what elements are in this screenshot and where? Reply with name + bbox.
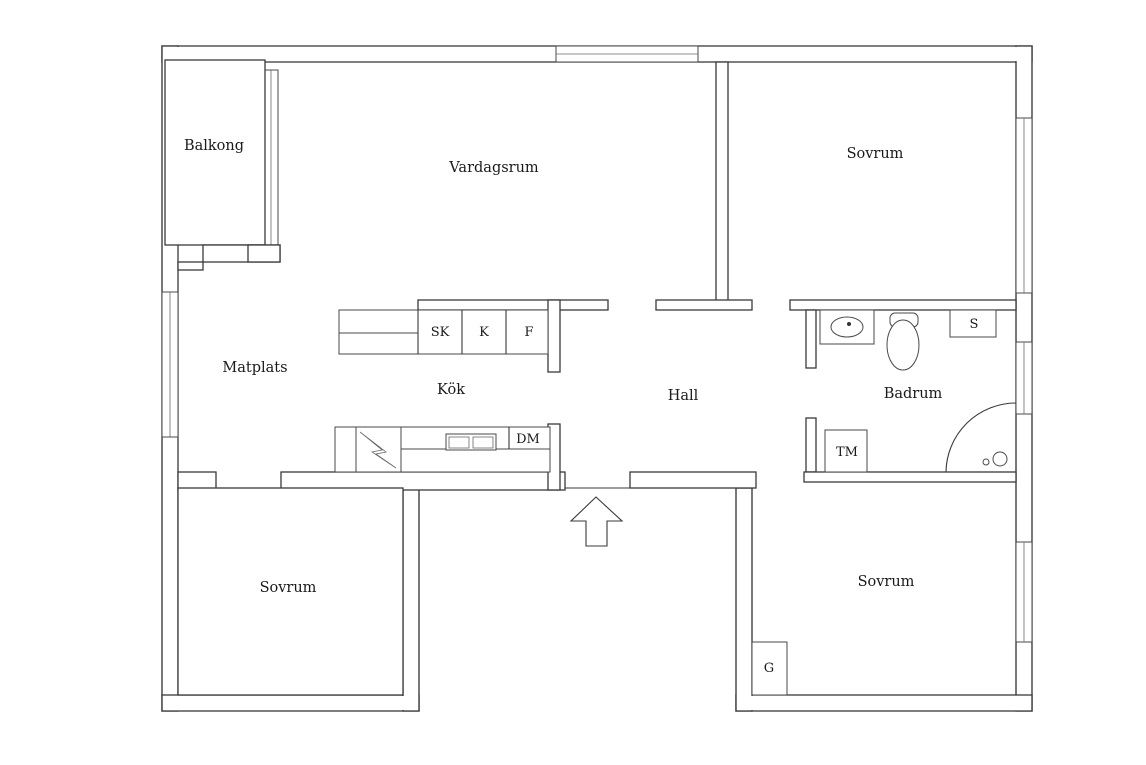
room-label-hall: Hall bbox=[668, 388, 699, 404]
room-label-matplats: Matplats bbox=[222, 360, 287, 376]
windows bbox=[161, 45, 1033, 643]
kitchen-lower-counter bbox=[334, 426, 551, 473]
kitchen-upper-counter bbox=[338, 309, 549, 355]
room-label-sovrum-sw: Sovrum bbox=[260, 580, 317, 596]
fixture-label-f: F bbox=[524, 325, 533, 340]
fixture-label-sk: SK bbox=[431, 325, 450, 340]
fixture-label-s: S bbox=[970, 317, 979, 332]
bathroom-fixtures bbox=[819, 309, 1017, 473]
balcony bbox=[164, 59, 281, 263]
fixture-labels: SK K F DM S TM G bbox=[431, 317, 979, 676]
room-label-sovrum-ne: Sovrum bbox=[847, 146, 904, 162]
entrance-arrow-icon bbox=[569, 496, 624, 547]
fixture-label-g: G bbox=[764, 661, 774, 676]
room-label-badrum: Badrum bbox=[884, 386, 943, 402]
fixture-label-dm: DM bbox=[516, 432, 540, 447]
room-labels: Balkong Vardagsrum Sovrum Matplats Kök H… bbox=[184, 138, 943, 596]
room-label-balkong: Balkong bbox=[184, 138, 244, 154]
room-label-kok: Kök bbox=[437, 382, 465, 398]
room-label-vardagsrum: Vardagsrum bbox=[448, 160, 539, 176]
interior-walls bbox=[177, 61, 1017, 696]
room-label-sovrum-se: Sovrum bbox=[858, 574, 915, 590]
wardrobe bbox=[751, 641, 788, 696]
fixture-label-k: K bbox=[479, 325, 489, 340]
fixture-label-tm: TM bbox=[836, 445, 858, 460]
